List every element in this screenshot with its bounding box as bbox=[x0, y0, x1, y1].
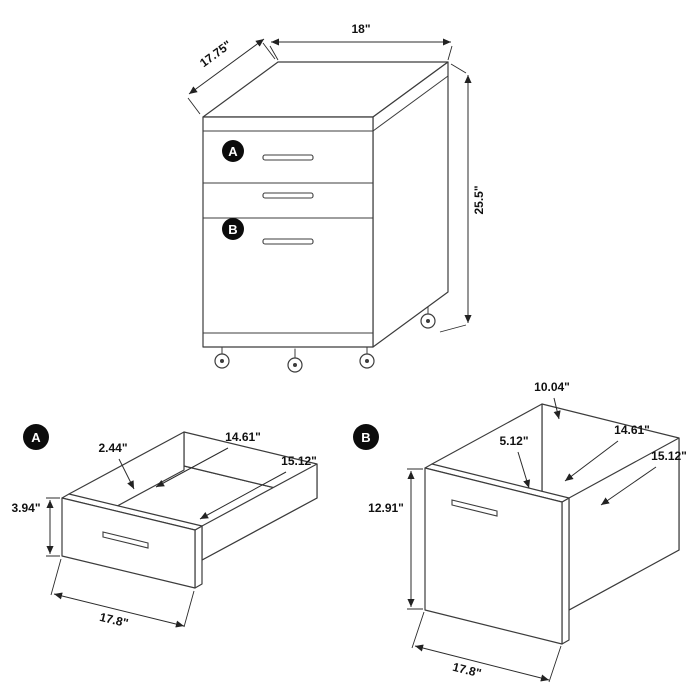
cabinet-badge-a: A bbox=[222, 140, 244, 162]
drawer-b-height-label: 12.91" bbox=[368, 501, 404, 515]
drawer-b-height-extension-line bbox=[407, 468, 423, 610]
drawer-a-exterior-depth-label: 15.12" bbox=[281, 454, 317, 468]
cabinet-top-slab-line bbox=[202, 75, 449, 132]
drawer-a-interior-height-label: 2.44" bbox=[98, 441, 127, 455]
drawer-a-interior-height-leader-line bbox=[118, 458, 135, 490]
drawer-b-badge: B bbox=[353, 424, 379, 450]
drawer-b-exterior-depth-label: 15.12" bbox=[651, 449, 687, 463]
drawer-a-front-panel-edge bbox=[194, 525, 203, 589]
drawer-a-width-extension-line bbox=[50, 558, 195, 628]
drawer-a-exterior-depth-leader-line bbox=[199, 471, 287, 520]
cabinet-width-label: 18" bbox=[351, 22, 370, 36]
cabinet-badge-b-circle bbox=[222, 218, 244, 240]
drawer-a-drawing: A 3.94" 2.44" 14.61" 15.12" 17.8" bbox=[11, 424, 318, 630]
caster-wheel-4 bbox=[420, 306, 436, 329]
drawer-b-front-panel bbox=[424, 467, 563, 645]
drawer-b-back-height-label: 10.04" bbox=[534, 380, 570, 394]
cabinet-height-label: 25.5" bbox=[472, 185, 486, 214]
cabinet-width-extension-line bbox=[269, 45, 453, 61]
drawer-b-exterior-depth-leader-line bbox=[600, 466, 657, 506]
cabinet-badge-b-label: B bbox=[228, 222, 237, 237]
drawer-3-handle bbox=[262, 238, 314, 245]
drawer-b-drawing: B 10.04" 5.12" 14.61" 15.12" 12.91" 17.8… bbox=[353, 380, 687, 683]
drawer-1-handle bbox=[262, 154, 314, 161]
cabinet-badge-b: B bbox=[222, 218, 244, 240]
drawer-a-width-label: 17.8" bbox=[98, 610, 130, 630]
cabinet-front-face bbox=[202, 116, 374, 348]
cabinet-badge-a-circle bbox=[222, 140, 244, 162]
drawer-a-interior-depth-leader-line bbox=[155, 447, 229, 488]
drawer-b-width-extension-line bbox=[411, 611, 562, 683]
cabinet-depth-dimension-line bbox=[188, 38, 265, 95]
drawer-b-width-label: 17.8" bbox=[451, 660, 483, 681]
drawer-b-front-panel-edge bbox=[561, 497, 570, 645]
drawer-a-interior-depth-label: 14.61" bbox=[225, 430, 261, 444]
drawer-b-back-height-leader-line bbox=[553, 397, 561, 420]
caster-wheel-1 bbox=[214, 346, 230, 369]
drawer-a-height-extension-line bbox=[46, 497, 60, 557]
drawer-b-handle bbox=[451, 499, 498, 517]
drawer-b-badge-label: B bbox=[361, 430, 370, 445]
drawer-a-badge: A bbox=[23, 424, 49, 450]
drawer-2-handle bbox=[262, 192, 314, 199]
drawer-b-badge-circle bbox=[353, 424, 379, 450]
drawer-a-width-dimension-line bbox=[53, 592, 185, 628]
drawer-b-interior-depth-leader-line bbox=[564, 440, 619, 482]
drawer-a-badge-label: A bbox=[31, 430, 41, 445]
drawer-a-height-label: 3.94" bbox=[11, 501, 40, 515]
drawer-a-badge-circle bbox=[23, 424, 49, 450]
caster-wheel-3 bbox=[359, 346, 375, 369]
cabinet-drawing: 18" 17.75" 25.5" A B bbox=[187, 22, 486, 373]
caster-wheel-2 bbox=[287, 348, 303, 373]
cabinet-depth-extension-line bbox=[187, 42, 276, 115]
cabinet-height-extension-line bbox=[439, 63, 467, 333]
drawer-a-handle bbox=[102, 531, 149, 549]
drawer-b-interior-height-leader-line bbox=[517, 451, 531, 489]
cabinet-badge-a-label: A bbox=[228, 144, 238, 159]
drawer-b-interior-depth-label: 14.61" bbox=[614, 423, 650, 437]
drawer-b-interior-height-label: 5.12" bbox=[499, 434, 528, 448]
drawer-b-width-dimension-line bbox=[414, 644, 550, 682]
